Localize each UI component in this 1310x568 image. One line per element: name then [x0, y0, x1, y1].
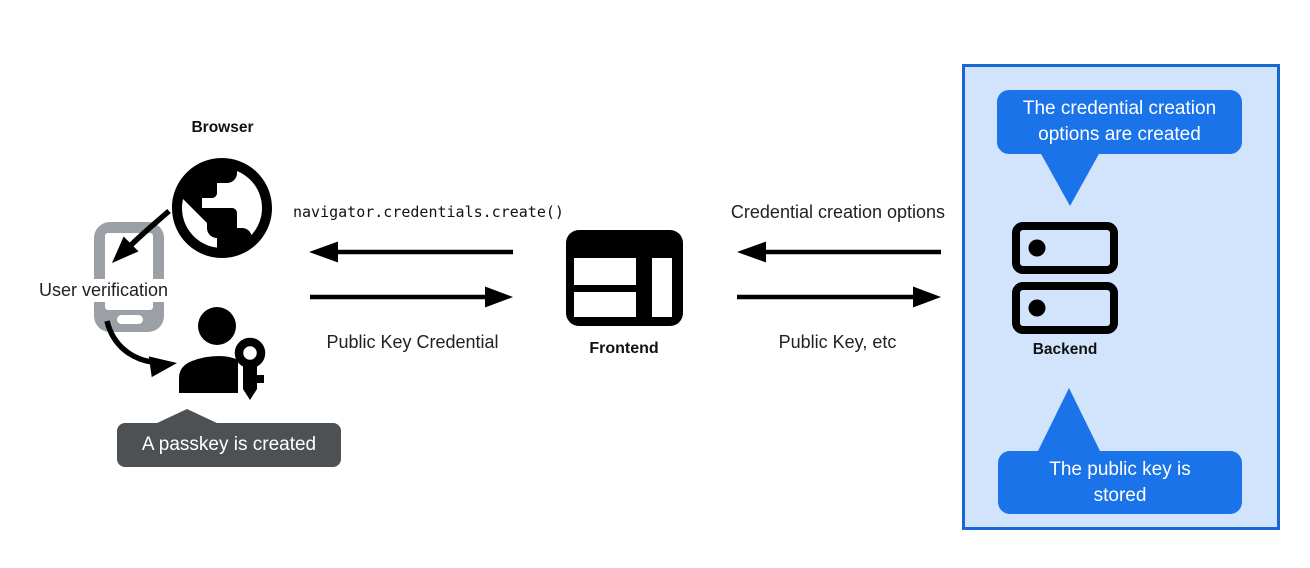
browser-window-icon — [566, 230, 683, 326]
phone-icon — [94, 222, 164, 332]
public-key-credential-label: Public Key Credential — [326, 332, 499, 352]
passkey-created-tooltip: A passkey is created — [117, 423, 341, 467]
bottom-bubble-text: The public key is stored — [1049, 458, 1191, 506]
arrow-frontend-to-backend — [737, 286, 941, 308]
arrow-frontend-to-browser — [309, 241, 513, 263]
globe-icon — [172, 158, 272, 258]
bottom-bubble-pointer-up — [1038, 388, 1100, 451]
arrow-backend-to-frontend — [737, 241, 941, 263]
person-key-icon — [179, 307, 266, 400]
bottom-bubble: The public key is stored — [998, 451, 1242, 514]
credential-creation-options-label: Credential creation options — [730, 202, 946, 222]
frontend-label: Frontend — [589, 340, 659, 357]
top-bubble-pointer-down — [1040, 152, 1100, 206]
public-key-etc-label: Public Key, etc — [778, 332, 897, 352]
create-call-label: navigator.credentials.create() — [293, 203, 564, 221]
tooltip-pointer-up — [155, 409, 219, 424]
top-bubble: The credential creation options are crea… — [997, 90, 1242, 154]
server-stack-icon — [1012, 222, 1118, 334]
arrow-browser-to-frontend — [310, 286, 513, 308]
user-verification-label: User verification — [36, 279, 172, 302]
backend-label: Backend — [1032, 341, 1098, 358]
top-bubble-text: The credential creation options are crea… — [1022, 98, 1217, 145]
browser-label: Browser — [191, 119, 254, 136]
